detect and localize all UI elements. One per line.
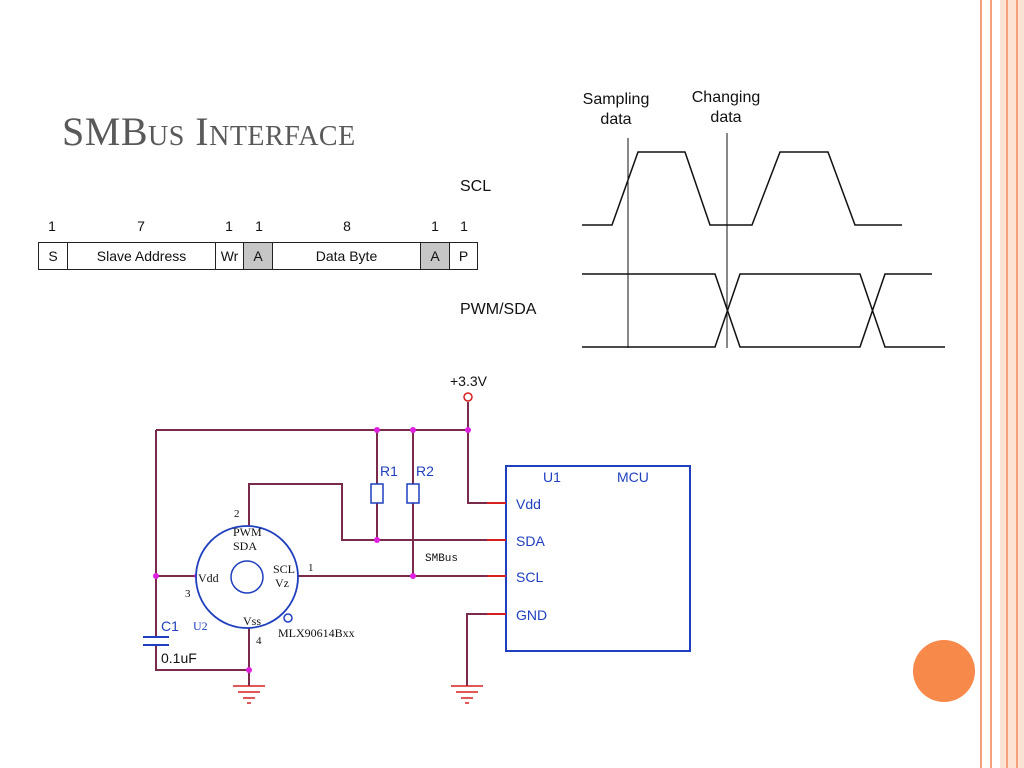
sensor-tab	[283, 613, 293, 623]
sensor-pin-vss-label: Vss	[243, 614, 261, 628]
sensor-pin-number-4: 4	[256, 635, 262, 647]
mcu-pin-gnd-label: GND	[516, 607, 547, 623]
sensor-pin-number-2: 2	[234, 508, 240, 520]
bit-count-start: 1	[48, 218, 56, 234]
sensor-pin-pwm-label: PWM	[233, 525, 262, 539]
sensor-window	[230, 560, 264, 594]
resistor-r1: R1	[370, 463, 398, 504]
ground-symbol-sensor	[233, 685, 265, 704]
sensor-pin-number-3: 3	[185, 588, 191, 600]
sda-waveform-top	[582, 273, 932, 348]
edge-stripe-wide	[1000, 0, 1024, 768]
wire-sda-net	[248, 483, 487, 541]
frame-field-ack-2: A	[421, 243, 450, 269]
resistor-r2-label: R2	[416, 463, 434, 479]
resistor-r2: R2	[406, 463, 434, 504]
sampling-label-line2: data	[600, 111, 632, 128]
junction-dot	[410, 427, 416, 433]
resistor-r1-body	[370, 483, 384, 504]
junction-dot	[374, 427, 380, 433]
capacitor-c1: C1 0.1uF	[143, 618, 197, 666]
sensor-pin-sda-label: SDA	[233, 539, 257, 553]
junction-dot	[153, 573, 159, 579]
resistor-r1-label: R1	[380, 463, 398, 479]
resistor-r2-body	[406, 483, 420, 504]
frame-bit-counts: 1 7 1 1 8 1 1	[38, 218, 478, 236]
bit-count-data: 8	[343, 218, 351, 234]
junction-dot	[465, 427, 471, 433]
sensor-ref-label: U2	[193, 619, 208, 633]
edge-stripe-line-3	[1006, 0, 1008, 768]
mcu-pin-vdd-label: Vdd	[516, 496, 541, 512]
bit-count-ack-1: 1	[255, 218, 263, 234]
bit-count-stop: 1	[460, 218, 468, 234]
frame-field-stop: P	[458, 248, 469, 264]
sensor-pin-vz-label: Vz	[275, 576, 289, 590]
sensor-pin-vdd-label: Vdd	[198, 571, 219, 585]
supply-terminal: +3.3V	[450, 373, 488, 402]
smbus-bus-label: SMBus	[425, 553, 458, 565]
frame-field-data-byte: Data Byte	[273, 243, 421, 269]
junction-dot	[410, 573, 416, 579]
edge-stripe-line-2	[990, 0, 992, 768]
changing-data-label: Changing data	[676, 88, 776, 128]
mcu-block: U1 MCU Vdd SDA SCL GND	[487, 465, 691, 652]
frame-field-ack-1: A	[244, 243, 273, 269]
ground-symbol-mcu	[451, 685, 483, 704]
edge-stripe-line-1	[980, 0, 982, 768]
wire-vdd-to-mcu	[467, 430, 487, 504]
capacitor-value-label: 0.1uF	[161, 650, 197, 666]
sensor-pin-scl-label: SCL	[273, 562, 295, 576]
sensor-part-label: MLX90614Bxx	[278, 626, 355, 640]
capacitor-ref-label: C1	[161, 618, 179, 634]
changing-label-line2: data	[710, 109, 742, 126]
junction-dot	[246, 667, 252, 673]
changing-label-line1: Changing	[691, 89, 761, 106]
smbus-frame: S Slave Address Wr A Data Byte A P	[38, 242, 478, 270]
supply-label: +3.3V	[450, 373, 488, 389]
mcu-outline	[505, 465, 691, 652]
mcu-ref-label: U1	[543, 469, 561, 485]
mcu-pin-scl-label: SCL	[516, 569, 543, 585]
sampling-label-line1: Sampling	[582, 91, 650, 108]
frame-field-slave-address: Slave Address	[68, 243, 216, 269]
mcu-name-label: MCU	[617, 469, 649, 485]
page-title: SMBus Interface	[62, 109, 356, 154]
bit-count-ack-2: 1	[431, 218, 439, 234]
junction-dot	[374, 537, 380, 543]
scl-signal-label: SCL	[460, 178, 492, 195]
sensor-u2: PWM SDA Vdd SCL Vz Vss 2 3 1 4 U2 MLX906…	[185, 508, 355, 647]
frame-field-start: S	[39, 243, 68, 269]
frame-field-wr: Wr	[216, 243, 244, 269]
sda-waveform-bottom	[582, 273, 945, 348]
accent-circle	[913, 640, 975, 702]
supply-terminal-circle	[463, 392, 473, 402]
sda-signal-label: PWM/SDA	[460, 301, 537, 318]
bit-count-address: 7	[137, 218, 145, 234]
mcu-pin-sda-label: SDA	[516, 533, 545, 549]
scl-waveform	[582, 151, 902, 226]
wire-mcu-gnd	[466, 613, 487, 686]
schematic-wires	[155, 402, 487, 686]
edge-stripe-line-4	[1016, 0, 1018, 768]
sampling-data-label: Sampling data	[566, 90, 666, 130]
sensor-pin-number-1: 1	[308, 562, 314, 574]
bit-count-wr: 1	[225, 218, 233, 234]
wire-cap-to-ground	[155, 645, 249, 671]
